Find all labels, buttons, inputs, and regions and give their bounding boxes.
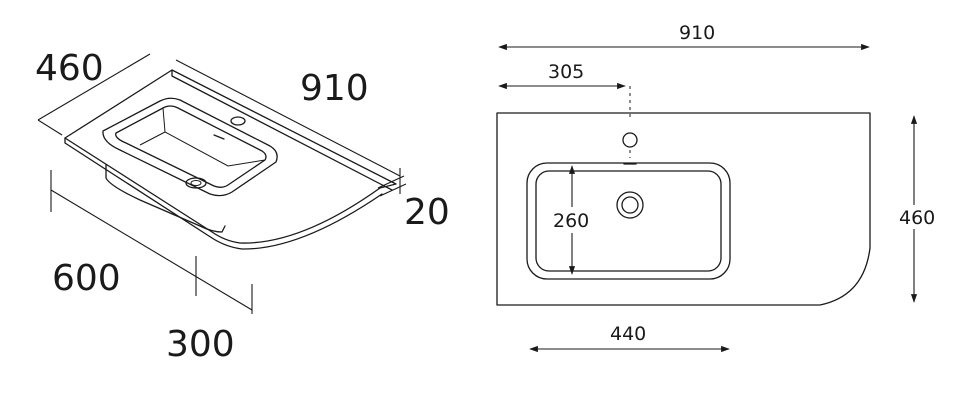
drain-icon xyxy=(185,177,207,189)
iso-bowl-side-label: 300 xyxy=(166,324,235,365)
iso-thickness-label: 20 xyxy=(404,192,450,233)
plan-drain-icon xyxy=(616,191,644,219)
basin-outer-rim xyxy=(102,97,278,197)
iso-width-label: 910 xyxy=(300,68,369,109)
isometric-view: 460 910 20 600 300 xyxy=(35,48,450,365)
countertop-back-edge xyxy=(171,69,393,191)
countertop-front-edge xyxy=(64,137,383,250)
basin-inner-wall xyxy=(139,107,266,167)
plan-bowl-width-label: 440 xyxy=(610,323,646,345)
iso-depth-side-label: 600 xyxy=(52,258,121,299)
countertop-top-outline xyxy=(64,69,397,244)
bowl-underside xyxy=(105,164,226,233)
tap-hole-icon xyxy=(230,116,246,126)
plan-tap-offset-label: 305 xyxy=(548,61,584,83)
plan-view: 910 305 260 460 440 xyxy=(496,22,940,353)
plan-basin-inner xyxy=(535,170,722,272)
plan-total-depth-label: 460 xyxy=(899,207,935,229)
plan-bowl-depth-label: 260 xyxy=(553,210,589,232)
plan-total-width-label: 910 xyxy=(679,22,715,44)
iso-depth-label: 460 xyxy=(35,48,104,89)
plan-basin-outer xyxy=(526,162,731,280)
plan-tap-hole-icon xyxy=(622,132,638,148)
overflow-slot-icon xyxy=(213,134,225,140)
plan-countertop-outline xyxy=(496,112,871,306)
